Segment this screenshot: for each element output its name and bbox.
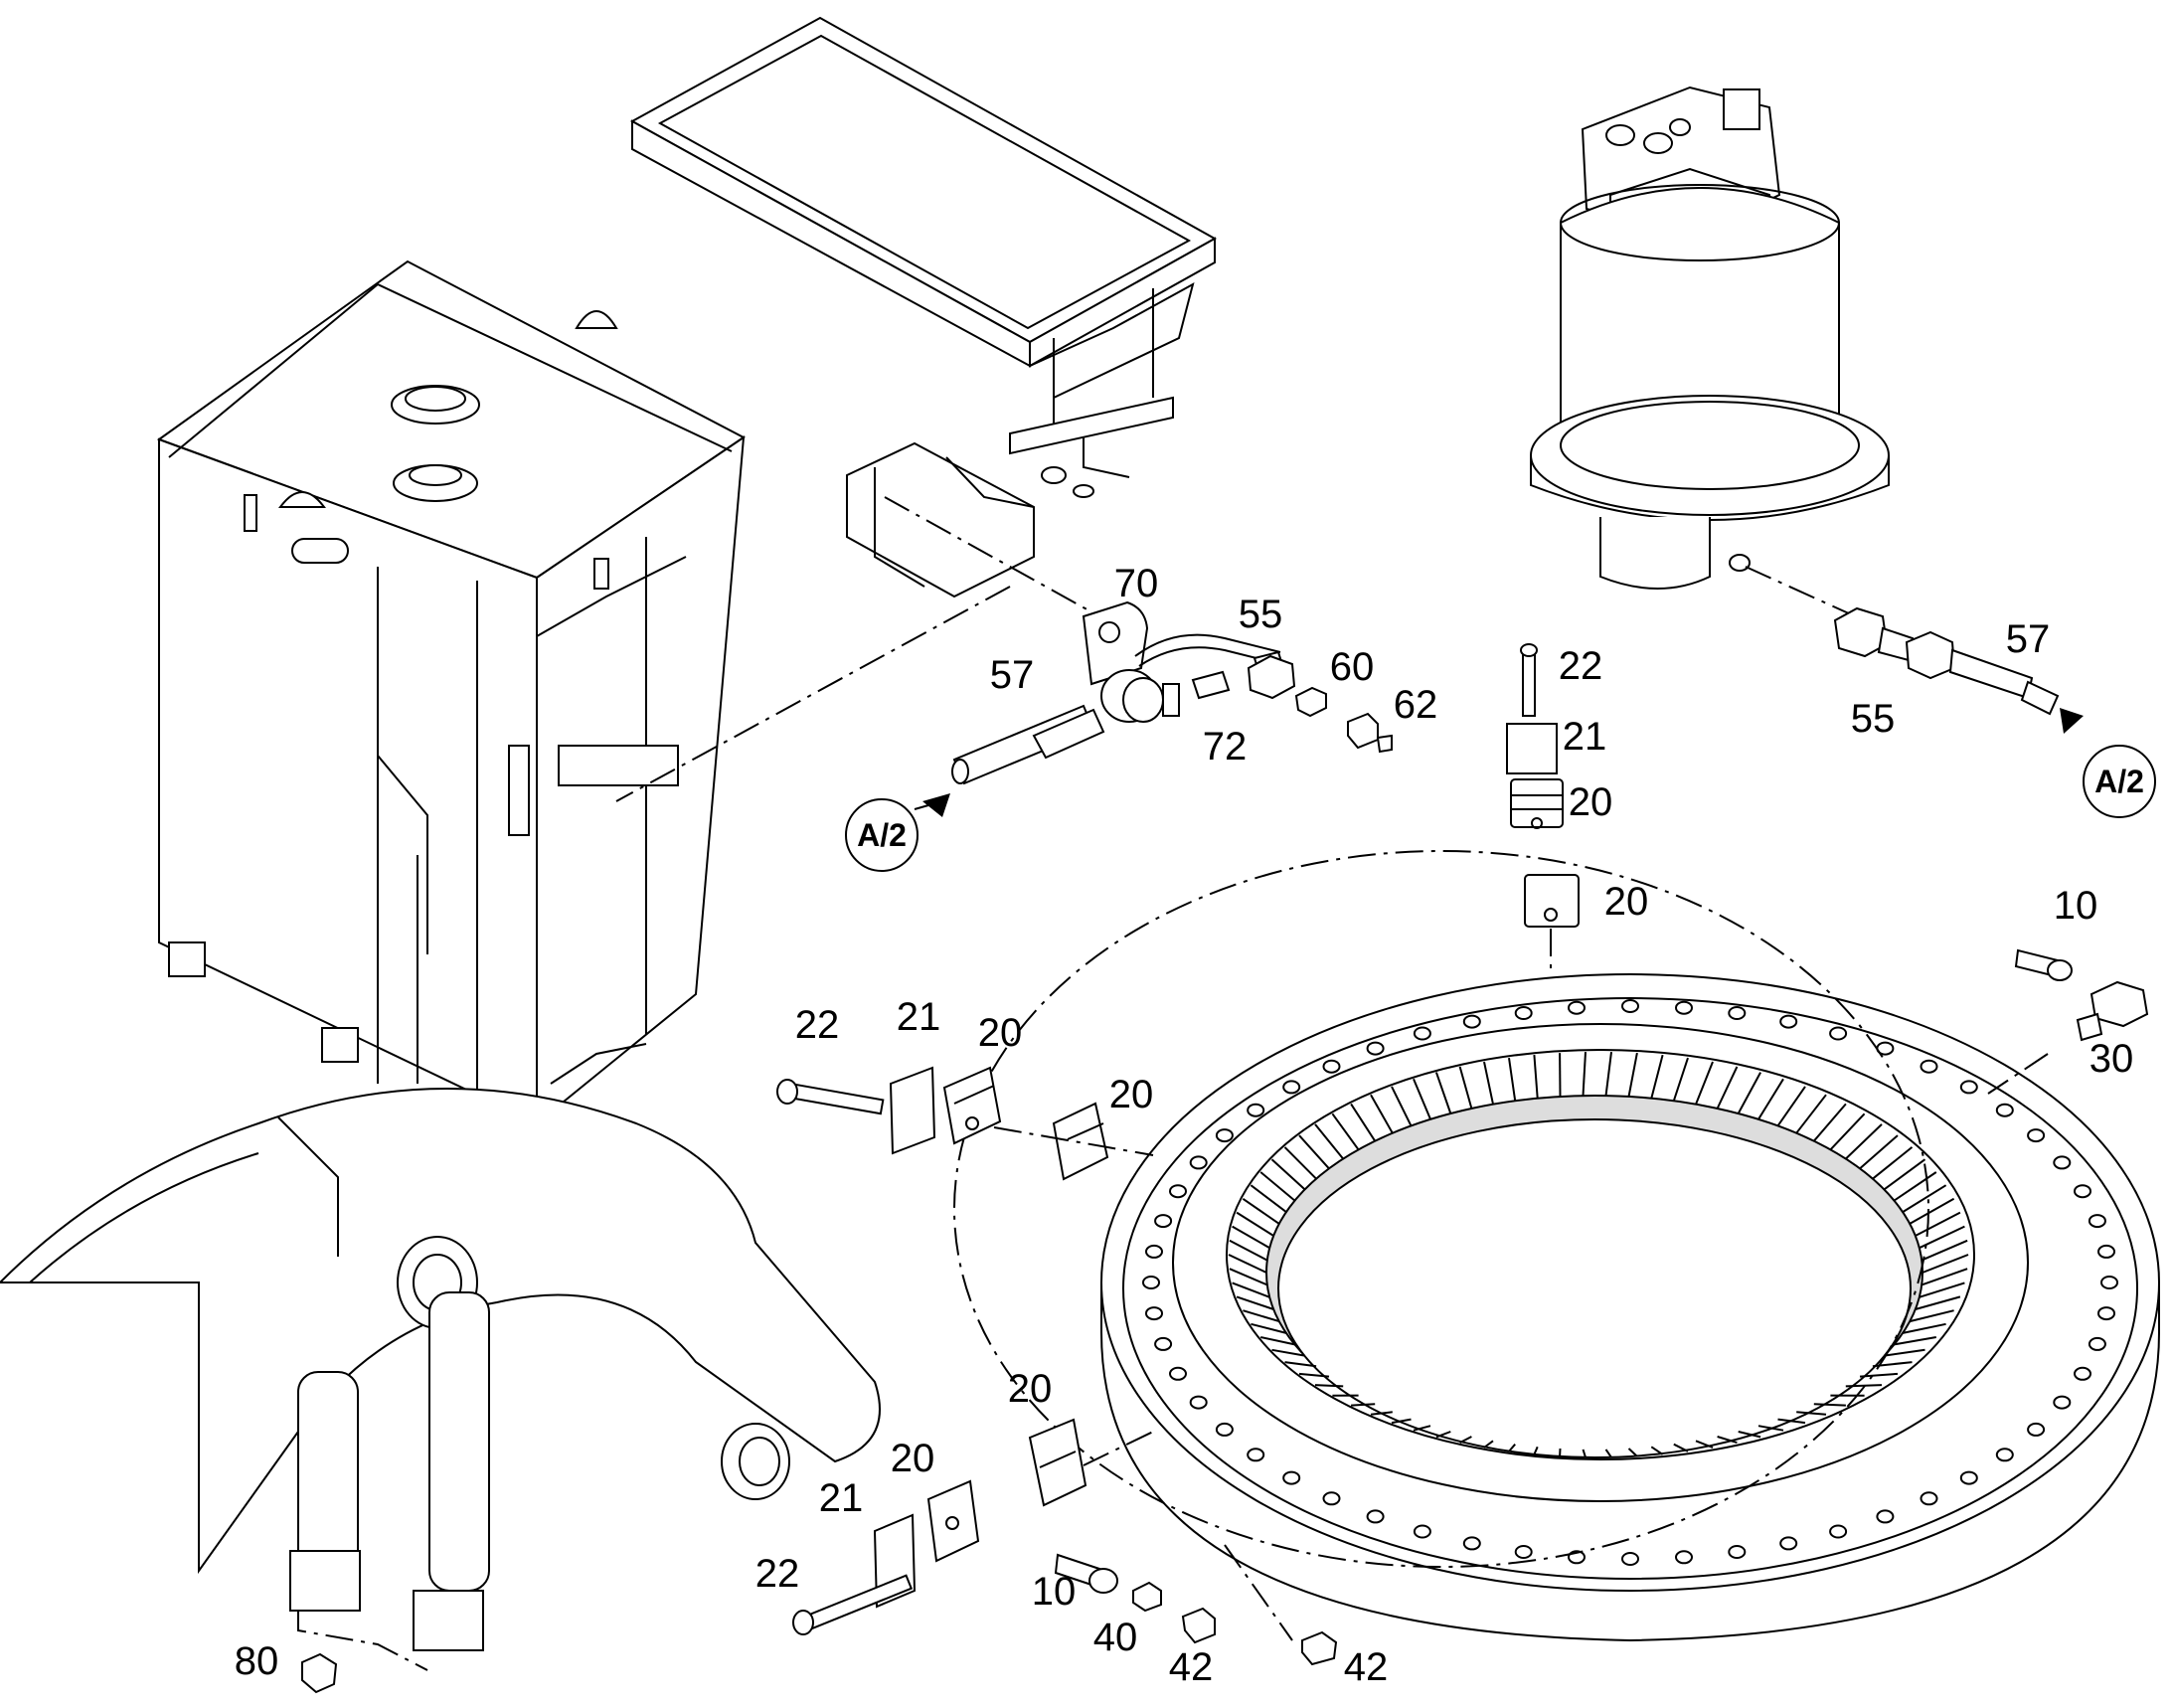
callout-c-60: 60 xyxy=(1330,645,1375,689)
callout-c-70: 70 xyxy=(1114,562,1159,605)
bolt-22-low xyxy=(793,1576,912,1634)
reference-marker-left[interactable]: A/2 xyxy=(846,799,918,871)
callout-c-10a: 10 xyxy=(2054,884,2098,928)
pad-20-low-b xyxy=(928,1481,978,1561)
callout-c-20a: 20 xyxy=(1569,780,1613,824)
swing-motor xyxy=(1531,87,1889,589)
grease-nipple-42b xyxy=(1302,1632,1336,1664)
arrow-to-ref-left xyxy=(915,793,950,817)
bolt-22-top xyxy=(1521,644,1537,716)
callout-c-55b: 55 xyxy=(1851,697,1896,741)
shim-21-top xyxy=(1507,724,1557,773)
callout-c-55a: 55 xyxy=(1239,593,1283,636)
reference-marker-right-label: A/2 xyxy=(2094,764,2144,799)
callout-c-20c: 20 xyxy=(978,1011,1023,1055)
reference-marker-right[interactable]: A/2 xyxy=(2084,746,2155,817)
callout-c-80: 80 xyxy=(235,1639,279,1683)
callout-c-20b: 20 xyxy=(1604,880,1649,924)
pad-20-mid-b xyxy=(1054,1104,1107,1179)
ring-gear-tooth xyxy=(1315,1385,1343,1386)
boom-cylinder-left xyxy=(290,1372,360,1611)
grease-nipple-42a xyxy=(1183,1609,1215,1642)
tee-fitting-30 xyxy=(2078,982,2147,1040)
callout-c-10b: 10 xyxy=(1032,1570,1077,1614)
bolt-22-mid xyxy=(777,1080,883,1113)
callout-c-21c: 21 xyxy=(819,1476,864,1520)
mounting-bracket xyxy=(847,443,1093,597)
sensor-80 xyxy=(302,1654,336,1692)
ring-gear-tooth xyxy=(1351,1404,1375,1405)
fitting-60 xyxy=(1296,688,1326,716)
grease-pipe-10-top xyxy=(2016,950,2072,980)
callout-c-20e: 20 xyxy=(1008,1367,1053,1411)
callout-c-57a: 57 xyxy=(990,653,1035,697)
callout-c-20d: 20 xyxy=(1109,1073,1154,1116)
callout-c-72: 72 xyxy=(1203,725,1248,769)
callout-c-42a: 42 xyxy=(1169,1645,1214,1689)
callout-c-57b: 57 xyxy=(2006,617,2051,661)
callout-c-22c: 22 xyxy=(755,1552,800,1596)
fitting-62 xyxy=(1348,714,1392,752)
pad-20-top-a xyxy=(1511,779,1563,828)
callout-c-21b: 21 xyxy=(897,995,941,1039)
pad-20-top-b xyxy=(1525,875,1579,927)
shim-21-mid xyxy=(891,1068,934,1153)
callout-c-30: 30 xyxy=(2089,1037,2134,1081)
boom-cylinder-right xyxy=(414,1292,489,1650)
callout-c-22a: 22 xyxy=(1559,644,1603,688)
slewing-ring xyxy=(1101,974,2159,1640)
callout-c-22b: 22 xyxy=(795,1003,840,1047)
hydraulic-tank xyxy=(159,261,744,1123)
callout-c-40: 40 xyxy=(1093,1616,1138,1659)
pad-20-mid-a xyxy=(944,1068,1000,1143)
callout-c-21a: 21 xyxy=(1563,715,1607,759)
callout-c-42b: 42 xyxy=(1344,1645,1389,1689)
callout-c-62: 62 xyxy=(1394,683,1438,727)
ring-gear-tooth xyxy=(1814,1404,1846,1405)
reference-marker-left-label: A/2 xyxy=(857,817,907,853)
pad-20-low-a xyxy=(1030,1420,1086,1505)
grease-nipple-40 xyxy=(1133,1583,1161,1611)
callout-c-20f: 20 xyxy=(891,1437,935,1480)
filter-tray xyxy=(632,18,1215,477)
